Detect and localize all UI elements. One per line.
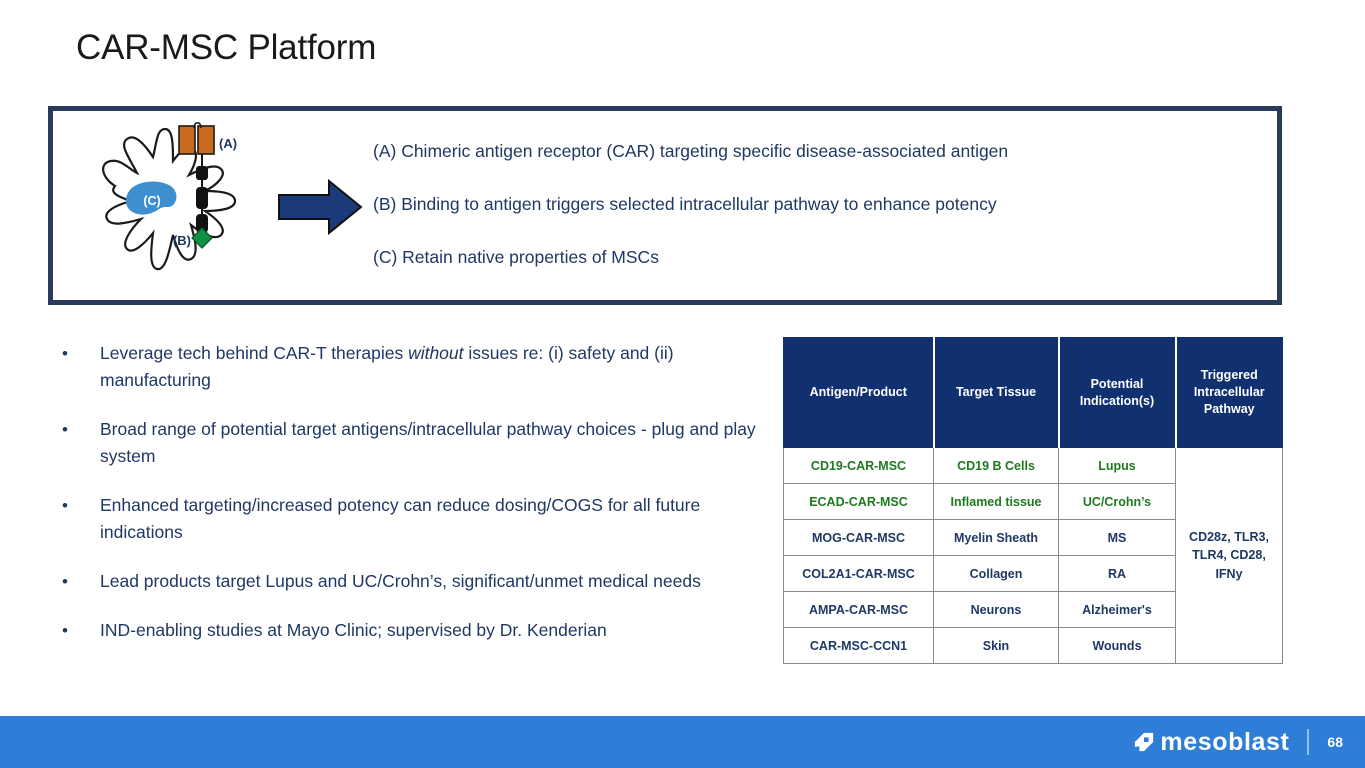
nucleus-shape xyxy=(125,181,177,215)
car-msc-cell-diagram: (C) (A) (B) xyxy=(53,111,373,300)
mesoblast-logo-icon xyxy=(1135,732,1154,752)
signal-block-2 xyxy=(196,187,208,209)
list-item-text-pre: Lead products target Lupus and UC/Crohn’… xyxy=(100,571,701,591)
list-item-text: Lead products target Lupus and UC/Crohn’… xyxy=(100,568,756,595)
bullet-marker-icon: • xyxy=(62,572,68,591)
list-item-text-emphasis: without xyxy=(408,343,464,363)
bullet-marker-icon: • xyxy=(62,496,68,515)
cell-tissue: Inflamed tissue xyxy=(933,483,1059,520)
table-row: CD19-CAR-MSC CD19 B Cells Lupus CD28z, T… xyxy=(783,447,1283,664)
mechanism-line-c: (C) Retain native properties of MSCs xyxy=(373,246,659,267)
product-pipeline-table: Antigen/Product Target Tissue Potential … xyxy=(783,337,1283,664)
bullet-marker-icon: • xyxy=(62,621,68,640)
cell-tissue: Myelin Sheath xyxy=(933,519,1059,556)
table-header-row: Antigen/Product Target Tissue Potential … xyxy=(783,337,1283,448)
table-row: CAR-MSC-CCN1 Skin Wounds xyxy=(783,627,1283,664)
list-item: • Lead products target Lupus and UC/Croh… xyxy=(56,568,756,595)
brand-name: mesoblast xyxy=(1160,727,1290,756)
bullet-marker-icon: • xyxy=(62,420,68,439)
cell-indication: UC/Crohn’s xyxy=(1058,483,1176,520)
flow-arrow xyxy=(278,178,363,236)
table-header-antigen-product: Antigen/Product xyxy=(783,337,934,448)
cell-indication: Wounds xyxy=(1058,627,1176,664)
cell-antigen: COL2A1-CAR-MSC xyxy=(783,555,934,592)
cell-antigen: ECAD-CAR-MSC xyxy=(783,483,934,520)
cell-tissue: Neurons xyxy=(933,591,1059,628)
mechanism-line-a: (A) Chimeric antigen receptor (CAR) targ… xyxy=(373,141,1009,161)
car-ectodomain-left xyxy=(178,125,196,155)
key-points-list: • Leverage tech behind CAR-T therapies w… xyxy=(56,340,756,644)
cell-antigen: CD19-CAR-MSC xyxy=(783,447,934,484)
list-item-text-pre: Leverage tech behind CAR-T therapies xyxy=(100,343,409,363)
cell-antigen: AMPA-CAR-MSC xyxy=(783,591,934,628)
table-header-triggered-pathway: Triggered Intracellular Pathway xyxy=(1174,337,1283,448)
cell-diagram-svg: (C) (A) (B) xyxy=(102,121,363,271)
cell-indication: RA xyxy=(1058,555,1176,592)
bullet-marker-icon: • xyxy=(62,344,68,363)
pathway-diamond xyxy=(191,227,213,249)
mechanism-text-block: (A) Chimeric antigen receptor (CAR) targ… xyxy=(373,141,1253,269)
mechanism-line-b: (B) Binding to antigen triggers selected… xyxy=(373,193,997,214)
list-item: • Enhanced targeting/increased potency c… xyxy=(56,492,756,546)
signal-block-1 xyxy=(196,166,208,180)
cell-indication: Lupus xyxy=(1058,447,1176,484)
cell-triggered-pathway: CD28z, TLR3, TLR4, CD28, IFNy xyxy=(1175,447,1283,664)
cell-indication: MS xyxy=(1058,519,1176,556)
list-item-text-pre: Broad range of potential target antigens… xyxy=(100,419,756,466)
list-item-text-pre: IND-enabling studies at Mayo Clinic; sup… xyxy=(100,620,607,640)
list-item-text: IND-enabling studies at Mayo Clinic; sup… xyxy=(100,617,756,644)
cell-tissue: CD19 B Cells xyxy=(933,447,1059,484)
table-row: ECAD-CAR-MSC Inflamed tissue UC/Crohn’s xyxy=(783,483,1283,520)
list-item-text: Leverage tech behind CAR-T therapies wit… xyxy=(100,340,756,394)
list-item-text: Enhanced targeting/increased potency can… xyxy=(100,492,756,546)
diagram-label-a: (A) xyxy=(219,136,237,151)
cell-antigen: MOG-CAR-MSC xyxy=(783,519,934,556)
cell-indication: Alzheimer's xyxy=(1058,591,1176,628)
page-title: CAR-MSC Platform xyxy=(76,28,377,67)
cell-tissue: Skin xyxy=(933,627,1059,664)
list-item: • IND-enabling studies at Mayo Clinic; s… xyxy=(56,617,756,644)
diagram-label-b: (B) xyxy=(173,233,191,248)
table-header-potential-indications: Potential Indication(s) xyxy=(1057,337,1176,448)
list-item: • Leverage tech behind CAR-T therapies w… xyxy=(56,340,756,394)
cell-tissue: Collagen xyxy=(933,555,1059,592)
list-item-text-pre: Enhanced targeting/increased potency can… xyxy=(100,495,701,542)
list-item-text: Broad range of potential target antigens… xyxy=(100,416,756,470)
footer-bar: mesoblast 68 xyxy=(0,716,1365,768)
signal-block-3 xyxy=(196,214,208,233)
list-item: • Broad range of potential target antige… xyxy=(56,416,756,470)
nucleus-label-c: (C) xyxy=(143,194,160,208)
car-linker-loop xyxy=(193,121,202,129)
page-number: 68 xyxy=(1327,734,1343,750)
cell-antigen: CAR-MSC-CCN1 xyxy=(783,627,934,664)
table-header-target-tissue: Target Tissue xyxy=(932,337,1059,448)
mechanism-panel: (C) (A) (B) (A) Chimeric antigen recepto… xyxy=(48,106,1282,305)
footer-content: mesoblast 68 xyxy=(1133,716,1343,768)
list-item-text-post: issues re: (i) safety and (ii) manufactu… xyxy=(100,343,674,390)
table-row: MOG-CAR-MSC Myelin Sheath MS xyxy=(783,519,1283,556)
car-ectodomain-right xyxy=(197,125,215,155)
footer-divider xyxy=(1307,729,1310,755)
